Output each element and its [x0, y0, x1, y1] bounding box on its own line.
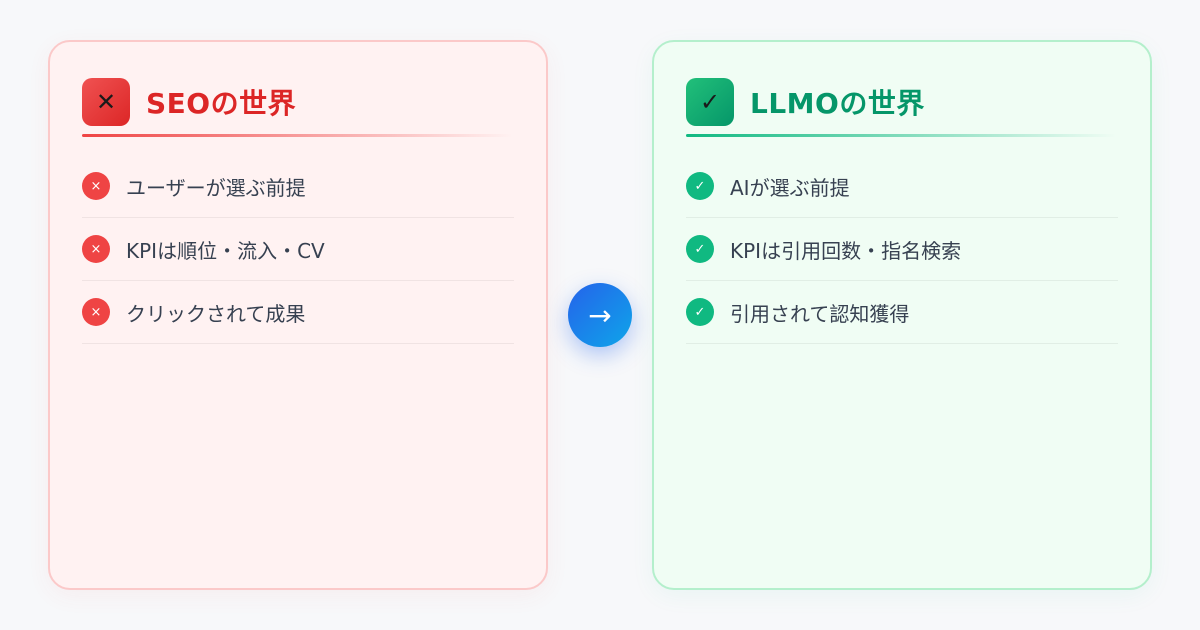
x-icon: ✕ — [82, 78, 130, 126]
list-item: × KPIは順位・流入・CV — [82, 218, 514, 281]
x-circle-icon: × — [82, 172, 110, 200]
seo-item-list: × ユーザーが選ぶ前提 × KPIは順位・流入・CV × クリックされて成果 — [82, 155, 514, 344]
list-item-label: KPIは順位・流入・CV — [126, 238, 325, 263]
seo-card-title: SEOの世界 — [146, 87, 297, 120]
list-item-label: ユーザーが選ぶ前提 — [126, 175, 306, 200]
list-item: × クリックされて成果 — [82, 281, 514, 344]
llmo-card: ✓ LLMOの世界 ✓ AIが選ぶ前提 ✓ KPIは引用回数・指名検索 ✓ 引用… — [652, 40, 1152, 590]
list-item: ✓ 引用されて認知獲得 — [686, 281, 1118, 344]
llmo-title-underline — [686, 134, 1116, 137]
seo-card: ✕ SEOの世界 × ユーザーが選ぶ前提 × KPIは順位・流入・CV × クリ… — [48, 40, 548, 590]
llmo-card-title: LLMOの世界 — [750, 87, 925, 120]
check-circle-icon: ✓ — [686, 172, 714, 200]
list-item: ✓ AIが選ぶ前提 — [686, 155, 1118, 218]
list-item-label: 引用されて認知獲得 — [730, 301, 910, 326]
llmo-item-list: ✓ AIが選ぶ前提 ✓ KPIは引用回数・指名検索 ✓ 引用されて認知獲得 — [686, 155, 1118, 344]
seo-card-header: ✕ SEOの世界 — [82, 78, 514, 126]
x-circle-icon: × — [82, 235, 110, 263]
list-item-label: KPIは引用回数・指名検索 — [730, 238, 962, 263]
list-item: × ユーザーが選ぶ前提 — [82, 155, 514, 218]
x-circle-icon: × — [82, 298, 110, 326]
llmo-card-header: ✓ LLMOの世界 — [686, 78, 1118, 126]
check-circle-icon: ✓ — [686, 235, 714, 263]
list-item-label: AIが選ぶ前提 — [730, 175, 850, 200]
list-item: ✓ KPIは引用回数・指名検索 — [686, 218, 1118, 281]
seo-title-underline — [82, 134, 512, 137]
check-circle-icon: ✓ — [686, 298, 714, 326]
list-item-label: クリックされて成果 — [126, 301, 306, 326]
arrow-right-icon: → — [568, 283, 632, 347]
check-icon: ✓ — [686, 78, 734, 126]
